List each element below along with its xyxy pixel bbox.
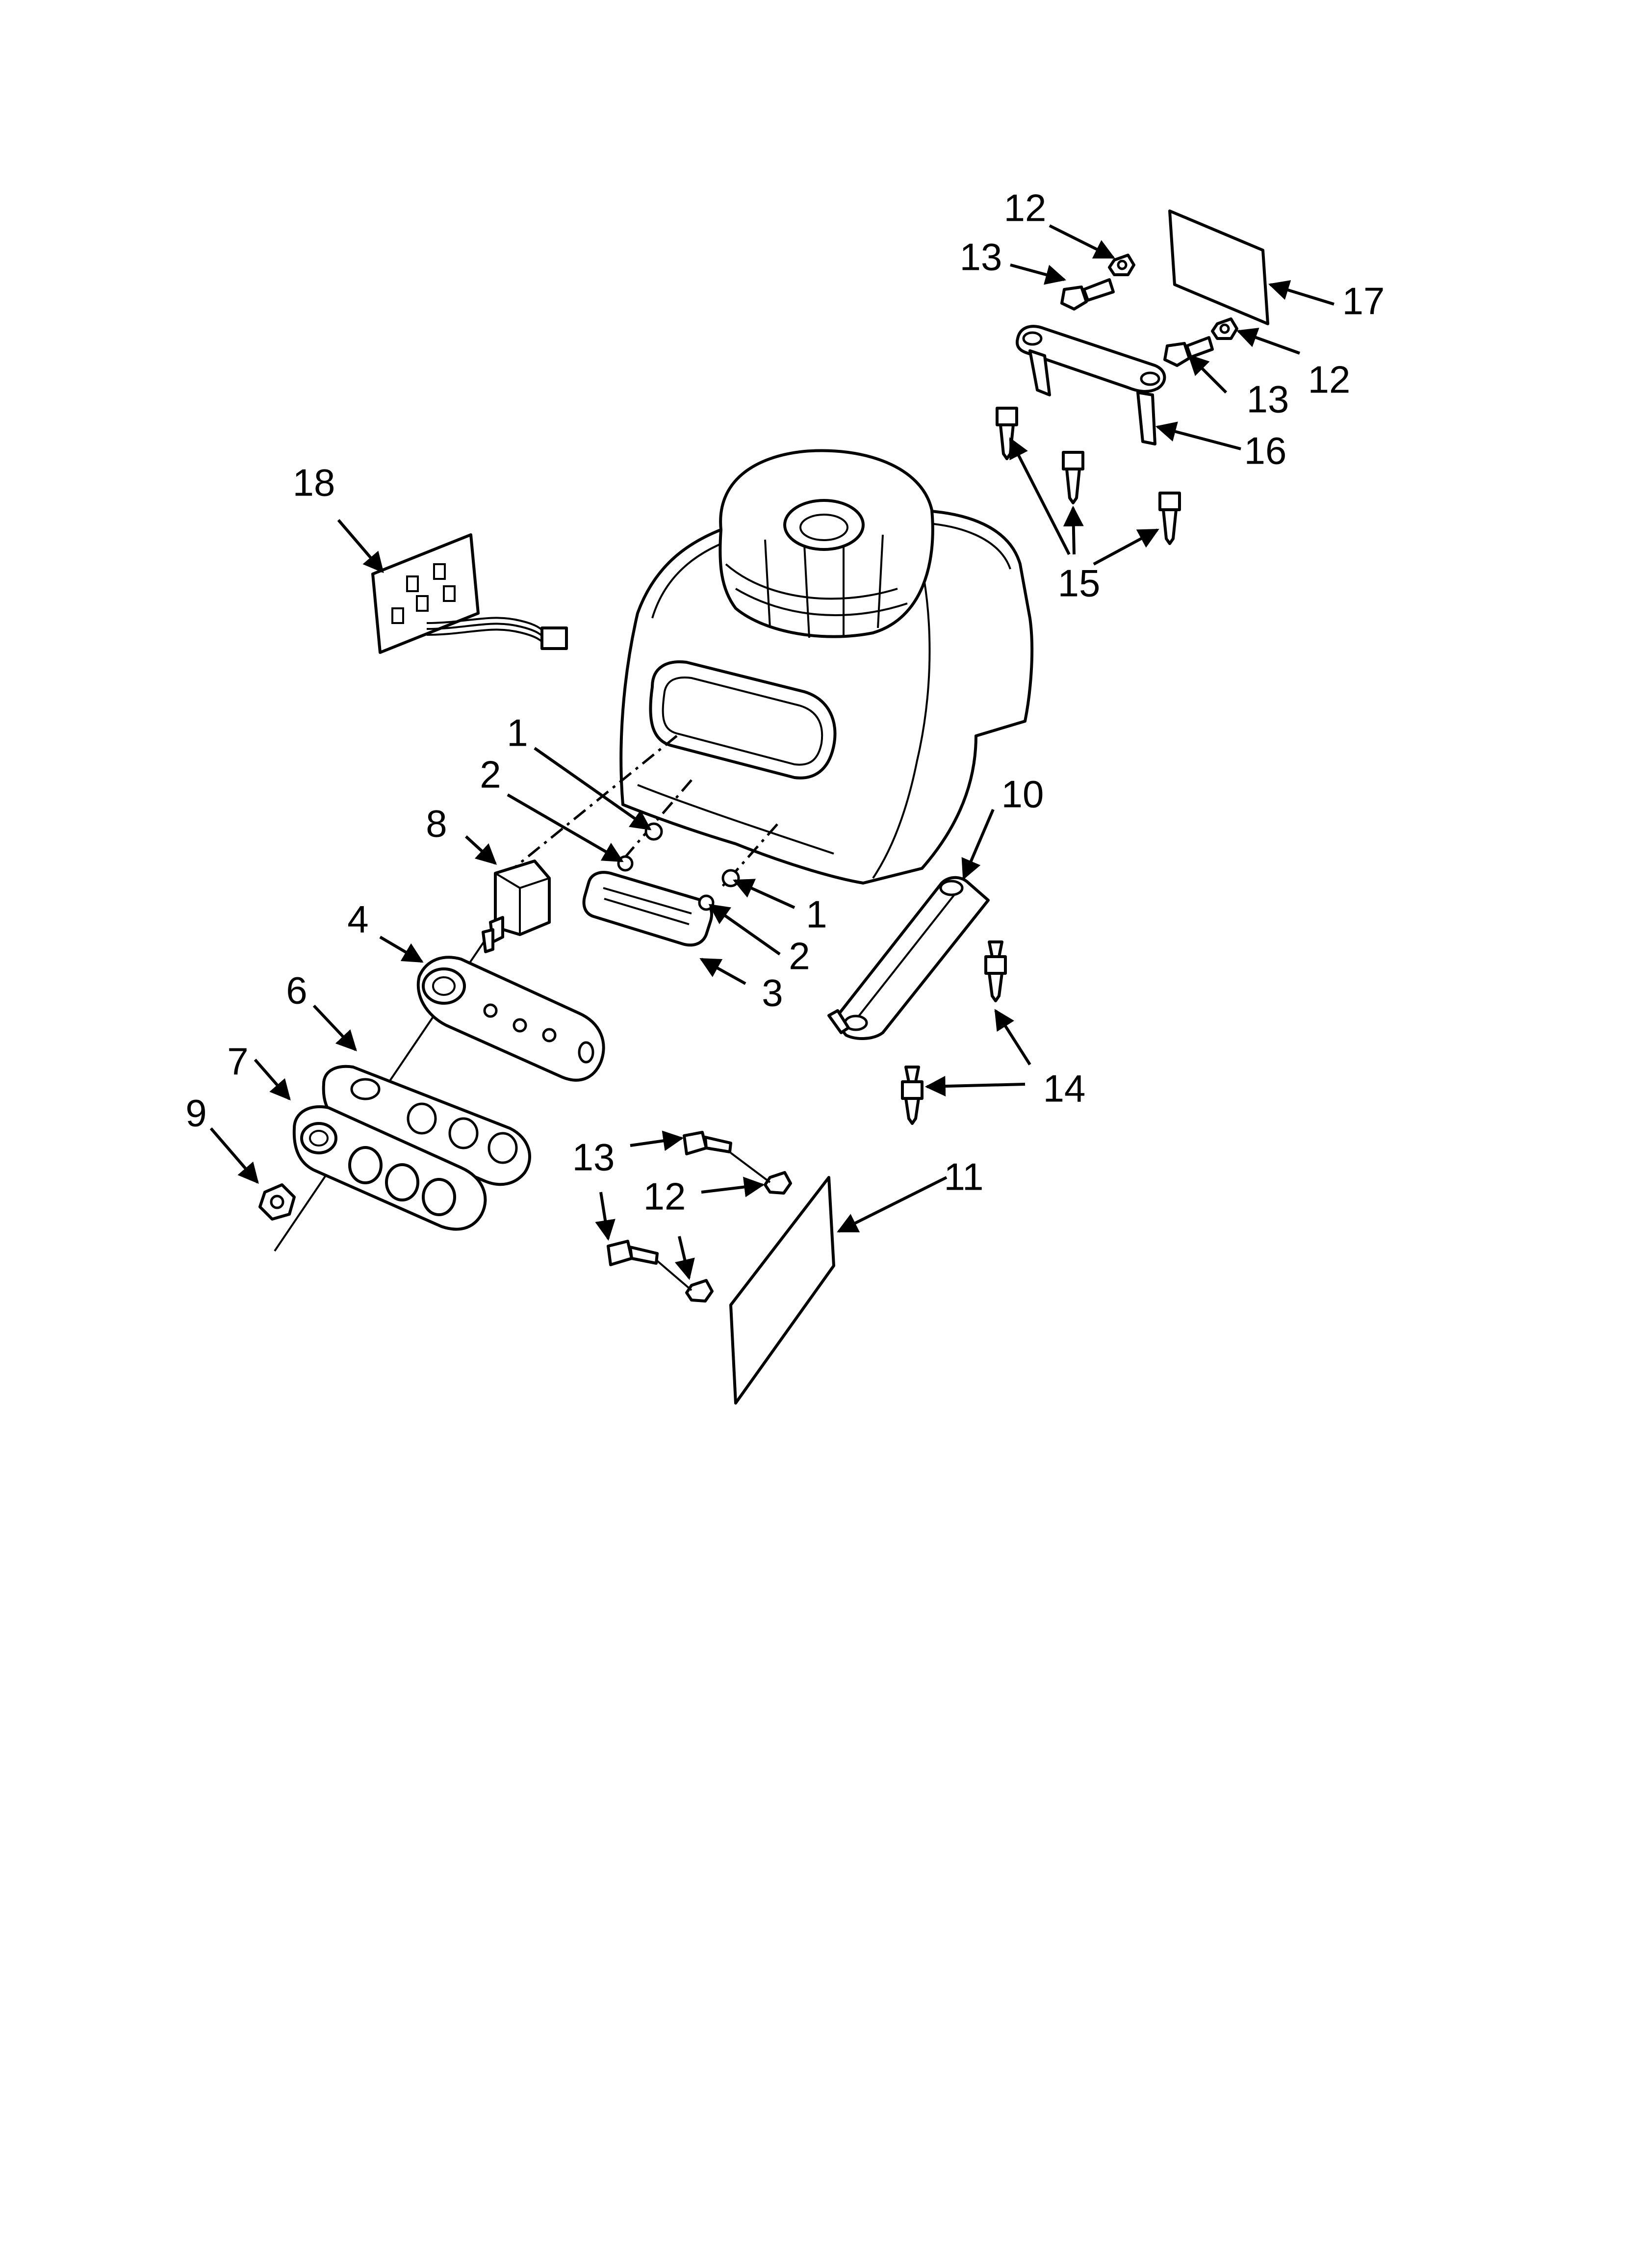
callout-14: 14	[1043, 1067, 1086, 1110]
callout-13-bottom: 13	[572, 1136, 615, 1179]
callout-18: 18	[293, 461, 335, 504]
callout-12-bottom: 12	[643, 1175, 686, 1218]
callout-1-left: 1	[507, 711, 528, 755]
hardware-top	[996, 254, 1238, 545]
control-board-part-18	[371, 533, 568, 654]
callout-13-top-left: 13	[960, 235, 1002, 279]
screw-part-14b	[901, 1080, 924, 1100]
callout-9: 9	[185, 1092, 206, 1135]
nut-part-1b	[721, 869, 740, 887]
plate-part-17	[1168, 209, 1269, 325]
callout-17: 17	[1342, 280, 1385, 323]
base-housing	[619, 449, 1034, 885]
switch-part-8	[482, 860, 551, 953]
bracket-part-16	[1015, 325, 1166, 445]
panel-housing-part-4	[416, 956, 605, 1082]
callout-1-right: 1	[806, 893, 827, 936]
callout-16: 16	[1244, 429, 1287, 472]
callout-2-right: 2	[789, 935, 810, 978]
leader-lines	[209, 224, 1334, 1280]
callout-12-top-right: 12	[1308, 358, 1351, 401]
callout-2-left: 2	[480, 753, 501, 796]
callout-8: 8	[426, 802, 447, 845]
plate-part-11	[729, 1176, 835, 1405]
gasket-part-6	[322, 1065, 531, 1186]
callout-12-top-left: 12	[1004, 186, 1047, 230]
callout-6: 6	[286, 969, 307, 1012]
rail-part-10	[827, 876, 990, 1040]
overlay-part-7	[292, 1105, 487, 1231]
callout-11: 11	[944, 1155, 984, 1199]
callout-15: 15	[1058, 562, 1101, 605]
callout-4: 4	[347, 898, 368, 941]
callout-3: 3	[762, 971, 783, 1015]
callout-13-top-right: 13	[1247, 378, 1289, 421]
nut-part-1a	[644, 822, 663, 841]
callout-10: 10	[1001, 773, 1044, 816]
screw-part-14a	[984, 955, 1007, 975]
callout-labels: 12 13 17 12 13 16 15 18 1 2 8 1 2 3 4 6 …	[185, 186, 1385, 1218]
callout-7: 7	[227, 1040, 248, 1083]
badge-part-3	[582, 871, 713, 947]
